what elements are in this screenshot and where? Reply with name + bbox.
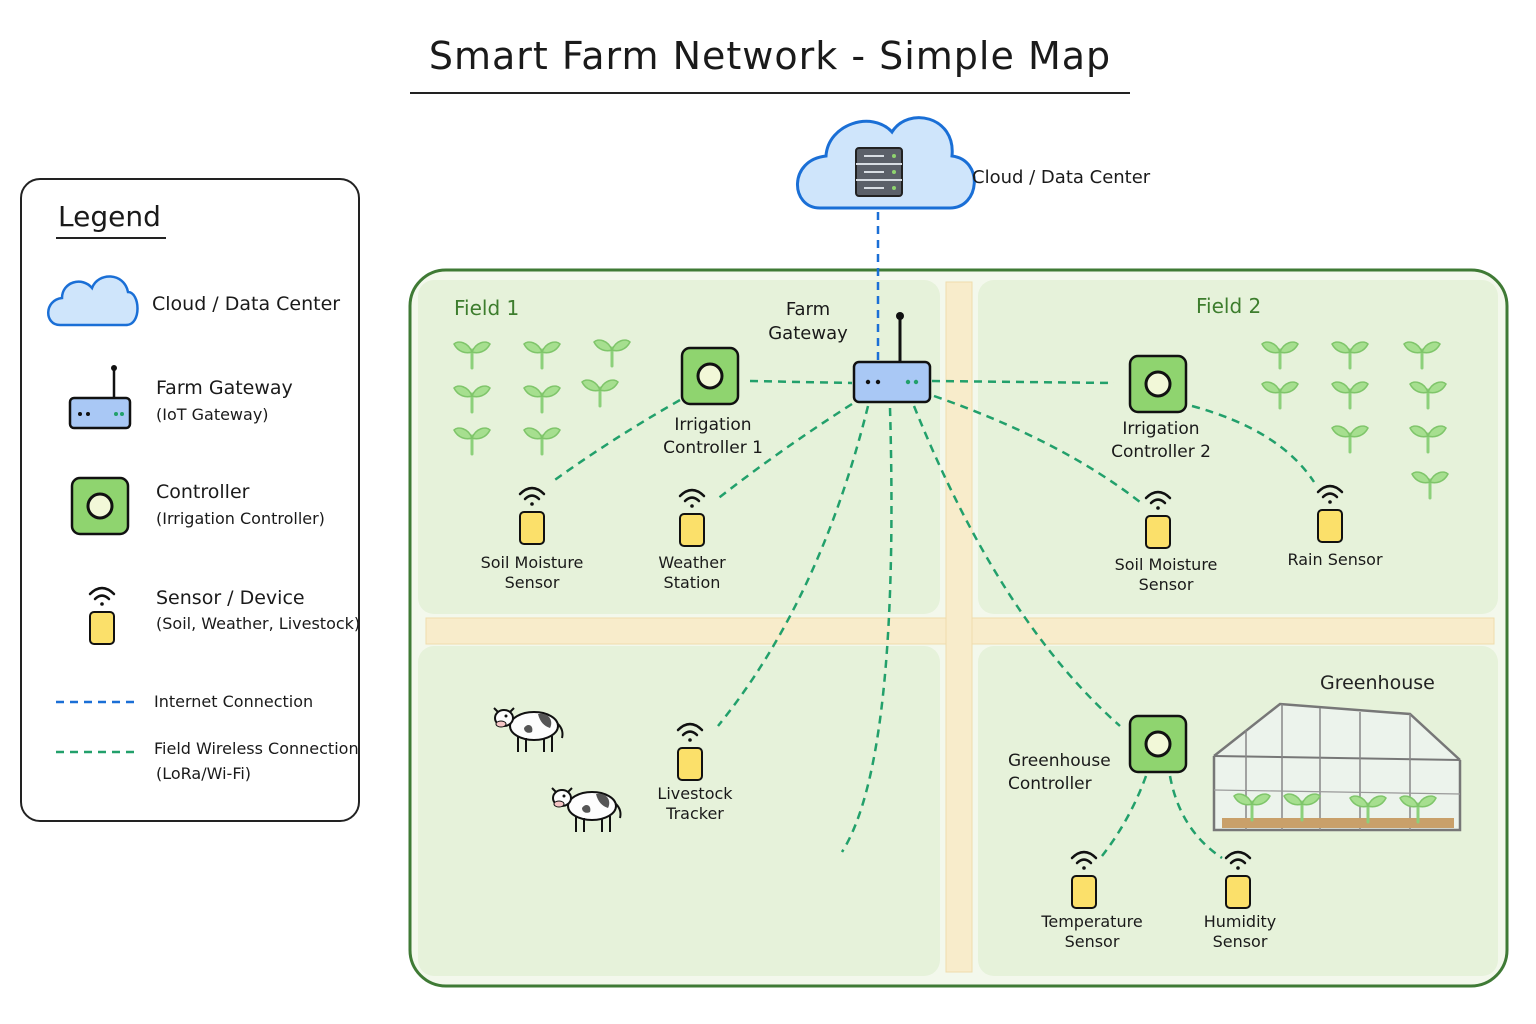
soil-moisture-sensor-1-label-line-2: Sensor: [504, 573, 560, 592]
legend-controller-icon: [70, 476, 130, 536]
weather-station-label-line-2: Station: [663, 573, 721, 592]
greenhouse-controller-label: Greenhouse Controller: [1008, 750, 1118, 796]
gateway-label-line-2: Gateway: [768, 323, 848, 344]
temperature-sensor-label-line-1: Temperature: [1041, 912, 1143, 931]
livestock-tracker-label-line-1: Livestock: [657, 784, 733, 803]
greenhouse-icon: [1212, 702, 1462, 832]
soil-moisture-sensor-2-label-line-2: Sensor: [1138, 575, 1194, 594]
legend-cloud-label: Cloud / Data Center: [152, 293, 341, 315]
weather-station-label-line-1: Weather: [658, 553, 726, 572]
controller-icon: [680, 346, 740, 406]
soil-moisture-sensor-1-label: Soil Moisture Sensor: [472, 553, 592, 593]
temperature-sensor-label: Temperature Sensor: [1036, 912, 1148, 952]
irrigation-controller-2-label-line-1: Irrigation: [1122, 419, 1200, 439]
humidity-sensor-label: Humidity Sensor: [1190, 912, 1290, 952]
irrigation-controller-2-label-line-2: Controller 2: [1111, 442, 1211, 462]
livestock-tracker-label: Livestock Tracker: [642, 784, 748, 824]
controller-icon: [1128, 714, 1188, 774]
rain-sensor-label-line-1: Rain Sensor: [1287, 550, 1383, 569]
rain-sensor-label: Rain Sensor: [1280, 550, 1390, 570]
legend-sensor-sublabel: (Soil, Weather, Livestock): [156, 614, 361, 633]
legend-gateway-sublabel: (IoT Gateway): [156, 405, 269, 424]
legend-sensor-label: Sensor / Device: [156, 587, 305, 609]
greenhouse-controller-label-line-1: Greenhouse: [1008, 751, 1111, 771]
legend-title-underline: [56, 237, 166, 239]
legend-internet-label: Internet Connection: [154, 692, 314, 711]
cloud-label: Cloud / Data Center: [972, 167, 1151, 188]
legend-gateway-label: Farm Gateway: [156, 377, 293, 399]
livestock-tracker-label-line-2: Tracker: [666, 804, 724, 823]
greenhouse-controller-label-line-2: Controller: [1008, 774, 1092, 794]
legend-controller-label: Controller: [156, 481, 250, 503]
legend-router-icon: [68, 365, 132, 430]
irrigation-controller-1-label-line-1: Irrigation: [674, 415, 752, 435]
field-1-area: [418, 280, 940, 614]
legend-cloud-icon: [47, 275, 139, 327]
legend-sensor-icon: [88, 586, 116, 646]
irrigation-controller-1-label-line-2: Controller 1: [663, 438, 763, 458]
field-2-area: [978, 280, 1498, 614]
legend-controller-sublabel: (Irrigation Controller): [156, 509, 325, 528]
soil-moisture-sensor-2-label: Soil Moisture Sensor: [1106, 555, 1226, 595]
soil-moisture-sensor-2-label-line-1: Soil Moisture: [1114, 555, 1218, 574]
soil-moisture-sensor-1-label-line-1: Soil Moisture: [480, 553, 584, 572]
wireless-connections: [551, 379, 1316, 860]
legend-wireless-label: Field Wireless Connection: [154, 739, 359, 758]
field-2-label: Field 2: [1196, 294, 1262, 318]
controller-icon: [1128, 354, 1188, 414]
irrigation-controller-2-label: Irrigation Controller 2: [1100, 418, 1222, 464]
greenhouse-label: Greenhouse: [1320, 672, 1435, 694]
temperature-sensor-label-line-2: Sensor: [1064, 932, 1120, 951]
page-title: Smart Farm Network - Simple Map: [428, 34, 1112, 78]
gateway-label-line-1: Farm: [785, 299, 831, 320]
weather-station-label: Weather Station: [642, 553, 742, 593]
router-icon: [852, 312, 932, 404]
humidity-sensor-label-line-2: Sensor: [1212, 932, 1268, 951]
server-icon: [855, 147, 903, 197]
legend-wireless-sublabel: (LoRa/Wi-Fi): [156, 764, 252, 783]
irrigation-controller-1-label: Irrigation Controller 1: [652, 414, 774, 460]
legend-title: Legend: [58, 200, 161, 233]
humidity-sensor-label-line-1: Humidity: [1203, 912, 1277, 931]
title-underline: [410, 92, 1130, 94]
field-1-label: Field 1: [454, 296, 520, 320]
gateway-label: Farm Gateway: [758, 298, 858, 346]
road-vertical: [945, 281, 973, 973]
